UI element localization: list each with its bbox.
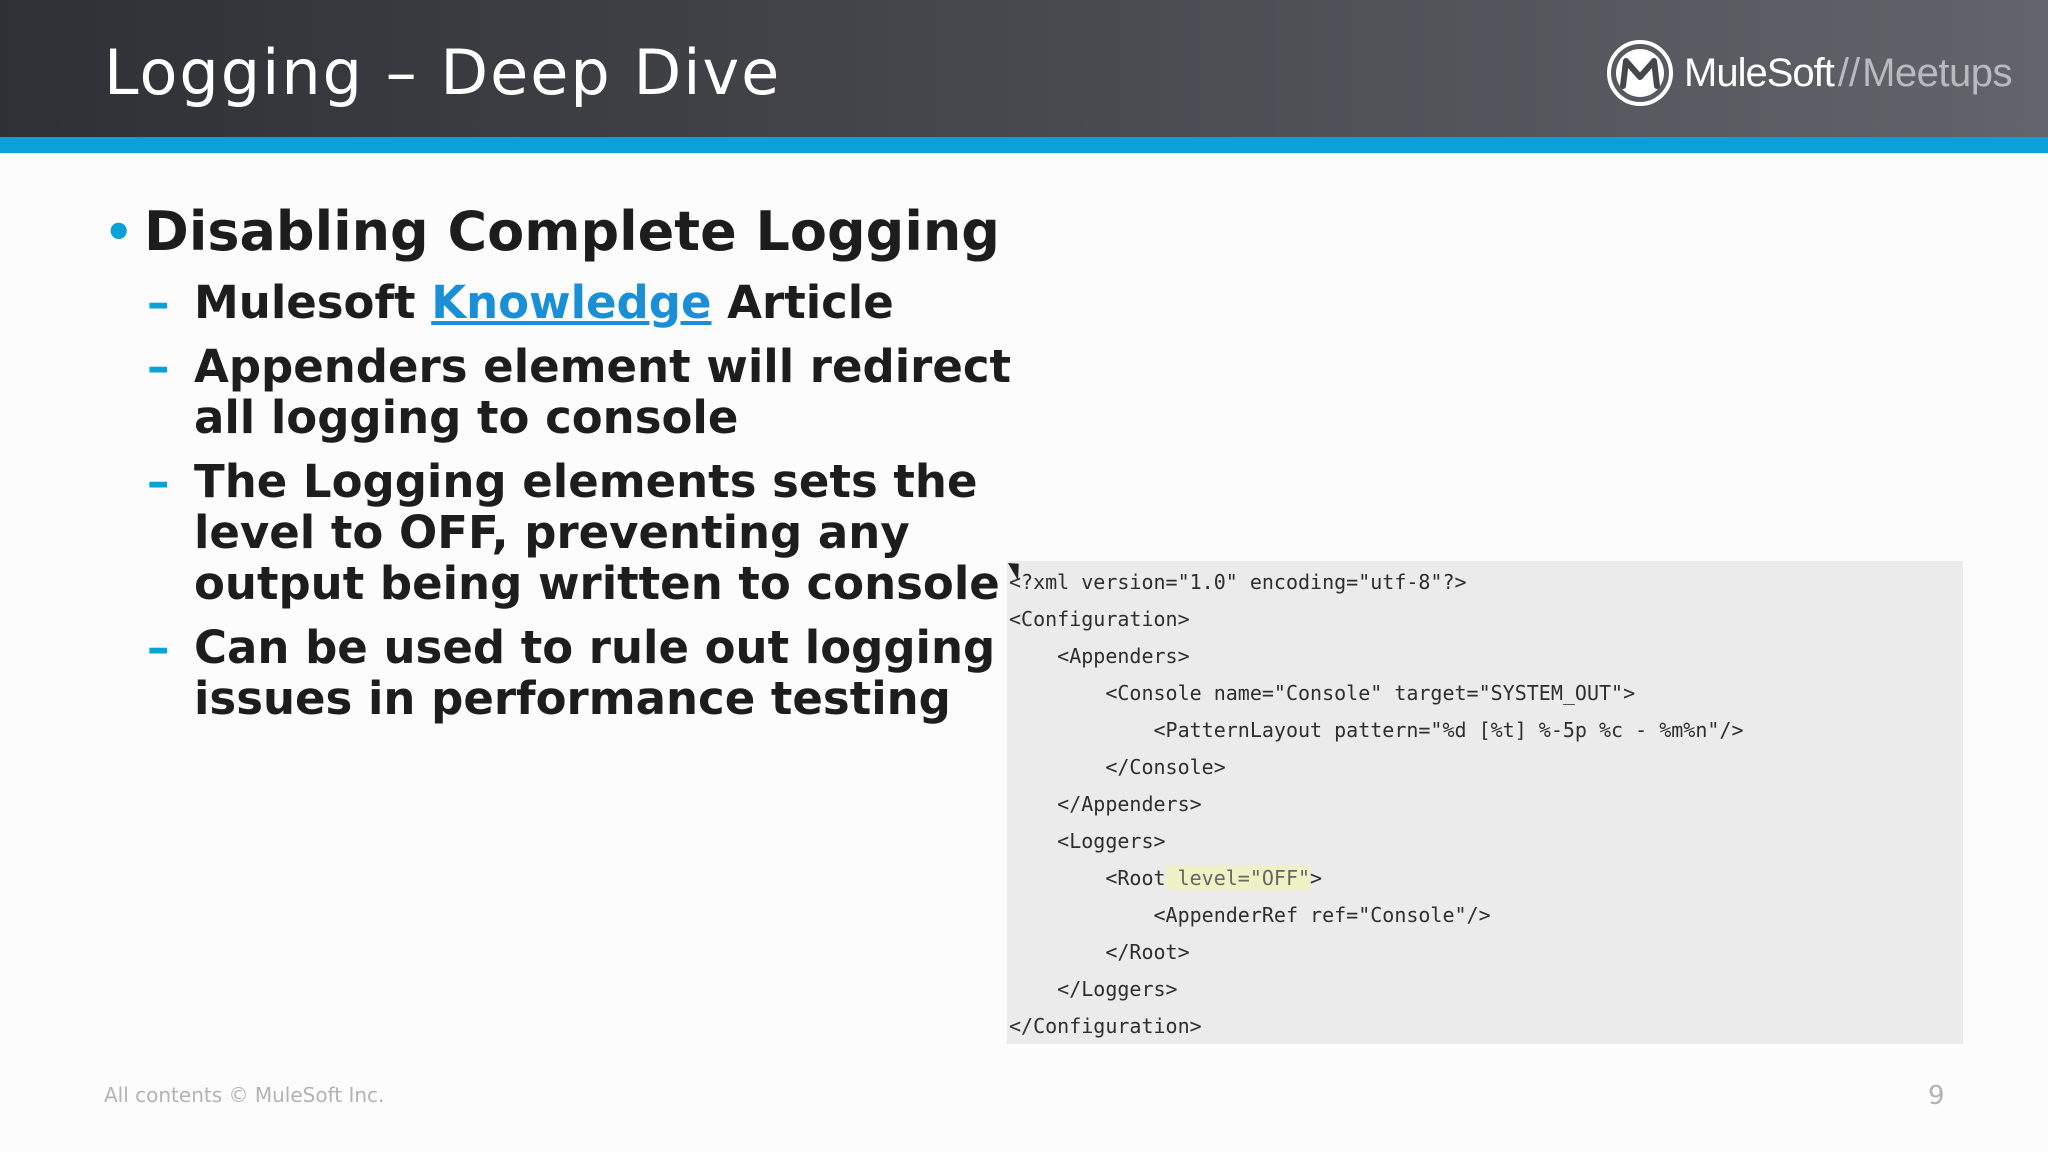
level-off-highlight: level="OFF": [1165, 866, 1311, 890]
sub-bullet-appenders: – Appenders element will redirect all lo…: [147, 340, 1012, 444]
sub-bullet-performance: – Can be used to rule out logging issues…: [147, 621, 996, 725]
sub-bullet-line: The Logging elements sets the: [194, 455, 978, 508]
code-line: <?xml version="1.0" encoding="utf-8"?>: [1009, 570, 1467, 594]
page-number: 9: [1928, 1081, 1945, 1111]
sub-bullet-logging-off: – The Logging elements sets the level to…: [147, 455, 1000, 610]
dash-icon: –: [147, 621, 170, 674]
bullet-dot-icon: •: [104, 205, 134, 259]
logo-brand-text: MuleSoft: [1684, 50, 1835, 95]
code-line: <Configuration>: [1009, 607, 1190, 631]
header-accent-bar: [0, 137, 2048, 153]
dash-icon: –: [147, 276, 170, 329]
xml-code-block: <?xml version="1.0" encoding="utf-8"?> <…: [1007, 561, 1963, 1044]
slide-title: Logging – Deep Dive: [104, 36, 782, 109]
code-line: <Loggers>: [1009, 829, 1166, 853]
code-line: <AppenderRef ref="Console"/>: [1009, 903, 1491, 927]
code-line: </Loggers>: [1009, 977, 1178, 1001]
sub-bullet-line: issues in performance testing: [194, 672, 951, 725]
code-line: <Appenders>: [1009, 644, 1190, 668]
copyright-footer: All contents © MuleSoft Inc.: [104, 1083, 385, 1107]
code-line: <Console name="Console" target="SYSTEM_O…: [1009, 681, 1636, 705]
code-root-close: >: [1310, 866, 1323, 890]
dash-icon: –: [147, 340, 170, 393]
slide-header: Logging – Deep Dive MuleSoft // Meetups: [0, 0, 2048, 137]
bullet-main: • Disabling Complete Logging: [104, 200, 1000, 264]
logo-separator: //: [1837, 50, 1861, 95]
sub-bullet-line: Appenders element will redirect: [194, 340, 1012, 393]
code-line: </Root>: [1009, 940, 1190, 964]
code-line: </Console>: [1009, 755, 1226, 779]
code-line: </Appenders>: [1009, 792, 1202, 816]
sub-bullet-line: all logging to console: [194, 391, 739, 444]
dash-icon: –: [147, 455, 170, 508]
knowledge-article-link[interactable]: Knowledge: [431, 276, 712, 329]
bullet-list: • Disabling Complete Logging – Mulesoft …: [104, 200, 1012, 725]
bullet-main-text: Disabling Complete Logging: [144, 200, 1000, 263]
logo-sub-text: Meetups: [1862, 50, 2013, 95]
sub-bullet-line: output being written to console: [194, 557, 1000, 610]
sub-bullet-line: level to OFF, preventing any: [194, 506, 910, 559]
code-root-open: <Root: [1009, 866, 1166, 890]
sub-bullet-knowledge-article: – Mulesoft Knowledge Article: [147, 276, 984, 329]
sub-bullet-text: Article: [711, 276, 894, 329]
code-line: </Configuration>: [1009, 1014, 1202, 1038]
mulesoft-m-logo-icon: [1607, 40, 1673, 106]
sub-bullet-text: Mulesoft: [194, 276, 432, 329]
sub-bullet-line: Can be used to rule out logging: [194, 621, 996, 674]
code-line-root: <Root level="OFF">: [1009, 860, 1322, 896]
code-line: <PatternLayout pattern="%d [%t] %-5p %c …: [1009, 718, 1744, 742]
mulesoft-meetups-logo: MuleSoft // Meetups: [1606, 38, 2013, 108]
